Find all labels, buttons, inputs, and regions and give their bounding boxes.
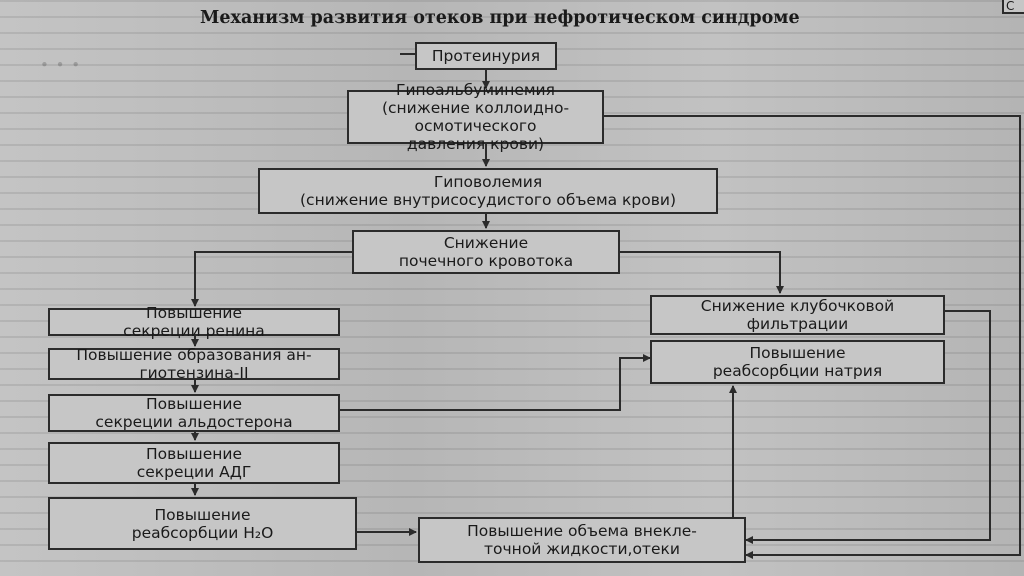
arrow-renal-flow-to-glomerular: [620, 251, 784, 294]
arrow-aldosterone-to-sodium: [340, 354, 651, 411]
box-hypoalbuminemia: Гипоальбуминемия (снижение коллоидно-осм…: [347, 81, 604, 153]
corner-label: С: [1002, 0, 1024, 14]
box-extracellular: Повышение объема внекле- точной жидкости…: [418, 517, 746, 563]
box-renin: Повышение секреции ренина: [48, 304, 340, 340]
arrow-renal-flow-to-renin: [191, 251, 352, 307]
box-water-reabsorption: Повышение реабсорбции H₂O: [48, 497, 357, 550]
arrow-glomerular-to-extracellular: [745, 310, 991, 544]
box-aldosterone: Повышение секреции альдостерона: [48, 394, 340, 432]
box-renal-flow: Снижение почечного кровотока: [352, 230, 620, 274]
arrow-hypoalbuminemia-to-extracellular: [604, 115, 1021, 559]
diagram-title: Механизм развития отеков при нефротическ…: [200, 8, 800, 28]
box-adh: Повышение секреции АДГ: [48, 442, 340, 484]
box-angiotensin: Повышение образования ан- гиотензина-II: [48, 346, 340, 382]
box-hypovolemia: Гиповолемия (снижение внутрисосудистого …: [258, 168, 718, 214]
box-proteinuria: Протеинурия: [415, 42, 557, 70]
box-glomerular: Снижение клубочковой фильтрации: [650, 295, 945, 335]
box-sodium: Повышение реабсорбции натрия: [650, 340, 945, 384]
